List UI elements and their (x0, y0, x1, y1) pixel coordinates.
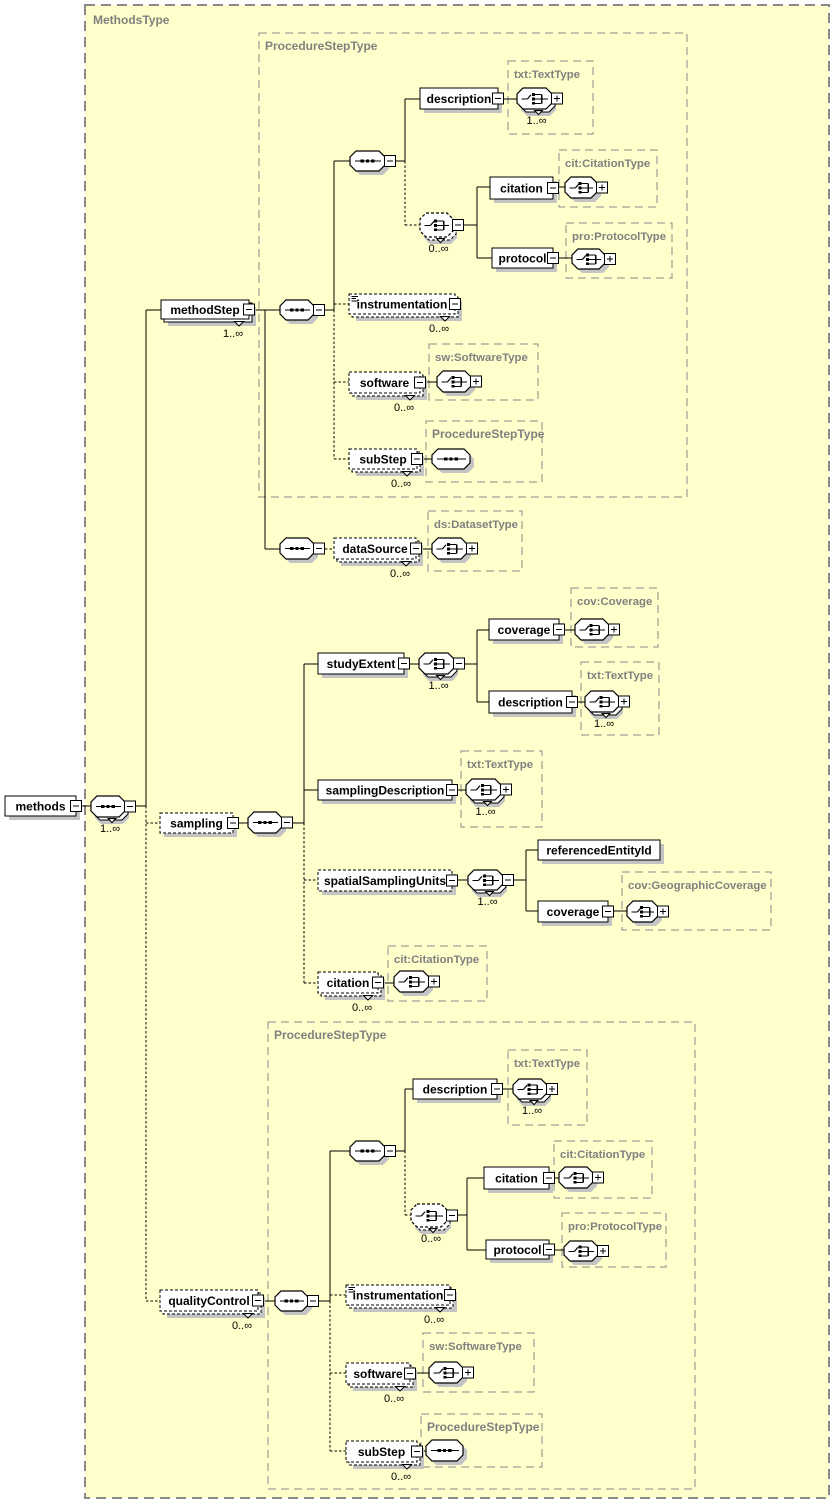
svg-text:studyExtent: studyExtent (327, 657, 396, 671)
svg-text:dataSource: dataSource (342, 542, 408, 556)
svg-text:0..∞: 0..∞ (384, 1393, 404, 1405)
svg-text:cit:CitationType: cit:CitationType (565, 158, 650, 170)
svg-text:referencedEntityId: referencedEntityId (546, 843, 651, 857)
svg-text:0..∞: 0..∞ (429, 243, 449, 255)
svg-text:subStep: subStep (359, 452, 406, 466)
svg-text:methods: methods (15, 799, 65, 813)
svg-text:cov:Coverage: cov:Coverage (577, 596, 652, 608)
svg-text:protocol: protocol (499, 251, 547, 265)
svg-text:coverage: coverage (498, 623, 551, 637)
svg-text:citation: citation (500, 181, 543, 195)
svg-text:0..∞: 0..∞ (352, 1002, 372, 1014)
svg-text:ProcedureStepType: ProcedureStepType (432, 427, 545, 441)
svg-text:qualityControl: qualityControl (168, 1294, 249, 1308)
svg-text:txt:TextType: txt:TextType (514, 69, 580, 81)
svg-text:0..∞: 0..∞ (390, 568, 410, 580)
svg-text:MethodsType: MethodsType (93, 13, 170, 27)
svg-text:ds:DatasetType: ds:DatasetType (434, 519, 518, 531)
svg-text:sampling: sampling (170, 816, 223, 830)
svg-text:1..∞: 1..∞ (527, 115, 547, 127)
svg-text:description: description (498, 695, 563, 709)
svg-text:description: description (427, 92, 492, 106)
svg-text:cov:GeographicCoverage: cov:GeographicCoverage (628, 880, 767, 892)
svg-text:cit:CitationType: cit:CitationType (560, 1149, 645, 1161)
svg-text:0..∞: 0..∞ (232, 1320, 252, 1332)
svg-text:ProcedureStepType: ProcedureStepType (427, 1420, 540, 1434)
svg-text:pro:ProtocolType: pro:ProtocolType (568, 1221, 662, 1233)
svg-text:pro:ProtocolType: pro:ProtocolType (572, 231, 666, 243)
svg-text:cit:CitationType: cit:CitationType (394, 954, 479, 966)
svg-text:1..∞: 1..∞ (429, 680, 449, 692)
svg-text:0..∞: 0..∞ (391, 1471, 411, 1483)
svg-text:0..∞: 0..∞ (421, 1233, 441, 1245)
svg-text:ProcedureStepType: ProcedureStepType (265, 39, 378, 53)
svg-text:sw:SoftwareType: sw:SoftwareType (435, 352, 528, 364)
svg-text:samplingDescription: samplingDescription (326, 783, 445, 797)
svg-text:description: description (423, 1082, 488, 1096)
svg-text:coverage: coverage (547, 905, 600, 919)
svg-text:methodStep: methodStep (170, 303, 239, 317)
svg-text:sw:SoftwareType: sw:SoftwareType (429, 1341, 522, 1353)
svg-text:1..∞: 1..∞ (476, 806, 496, 818)
svg-text:0..∞: 0..∞ (394, 402, 414, 414)
svg-text:0..∞: 0..∞ (424, 1314, 444, 1326)
svg-text:citation: citation (327, 976, 370, 990)
svg-text:citation: citation (495, 1171, 538, 1185)
svg-text:ProcedureStepType: ProcedureStepType (274, 1028, 387, 1042)
svg-text:1..∞: 1..∞ (100, 823, 120, 835)
svg-text:software: software (360, 376, 410, 390)
svg-text:instrumentation: instrumentation (357, 297, 448, 311)
svg-text:instrumentation: instrumentation (353, 1288, 444, 1302)
svg-text:1..∞: 1..∞ (223, 328, 243, 340)
svg-text:txt:TextType: txt:TextType (514, 1058, 580, 1070)
svg-text:1..∞: 1..∞ (478, 896, 498, 908)
svg-text:txt:TextType: txt:TextType (467, 759, 533, 771)
svg-text:0..∞: 0..∞ (429, 323, 449, 335)
svg-text:0..∞: 0..∞ (391, 478, 411, 490)
svg-text:software: software (353, 1367, 403, 1381)
svg-text:spatialSamplingUnits: spatialSamplingUnits (324, 874, 446, 888)
svg-text:subStep: subStep (358, 1445, 405, 1459)
svg-text:protocol: protocol (494, 1243, 542, 1257)
svg-text:1..∞: 1..∞ (594, 718, 614, 730)
svg-text:txt:TextType: txt:TextType (587, 670, 653, 682)
svg-text:1..∞: 1..∞ (522, 1105, 542, 1117)
